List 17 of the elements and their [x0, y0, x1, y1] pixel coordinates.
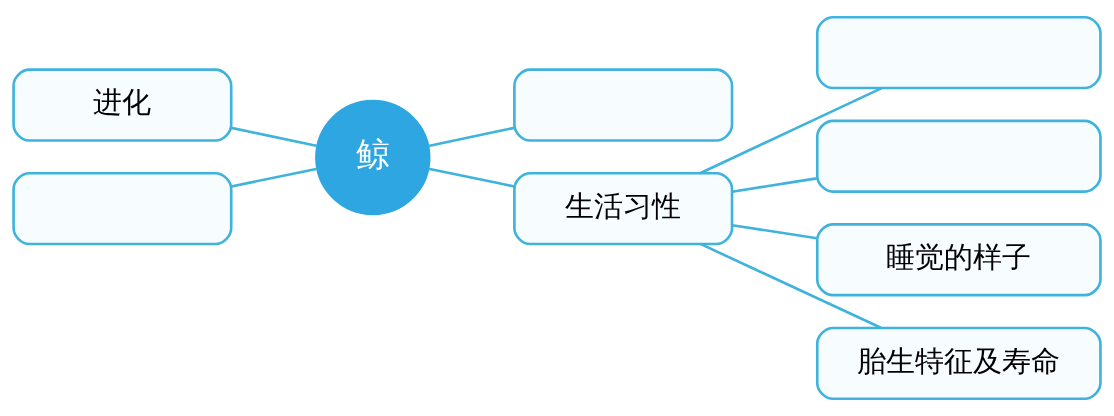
connector: [428, 167, 515, 188]
connector: [699, 87, 883, 175]
node-box: [12, 171, 233, 246]
connector: [700, 242, 882, 329]
node-circle: 鲸: [315, 99, 431, 216]
node-box: 胎生特征及寿命: [815, 326, 1102, 401]
node-box: [815, 119, 1102, 193]
node-box: 进化: [12, 68, 233, 142]
connector: [731, 177, 818, 193]
node-box: 睡觉的样子: [815, 223, 1102, 297]
node-box: 生活习性: [513, 171, 734, 246]
connector: [428, 126, 515, 148]
connector: [732, 223, 818, 240]
connector: [231, 167, 318, 188]
connector: [231, 126, 318, 148]
node-box: [513, 68, 734, 142]
node-box: [815, 15, 1102, 90]
